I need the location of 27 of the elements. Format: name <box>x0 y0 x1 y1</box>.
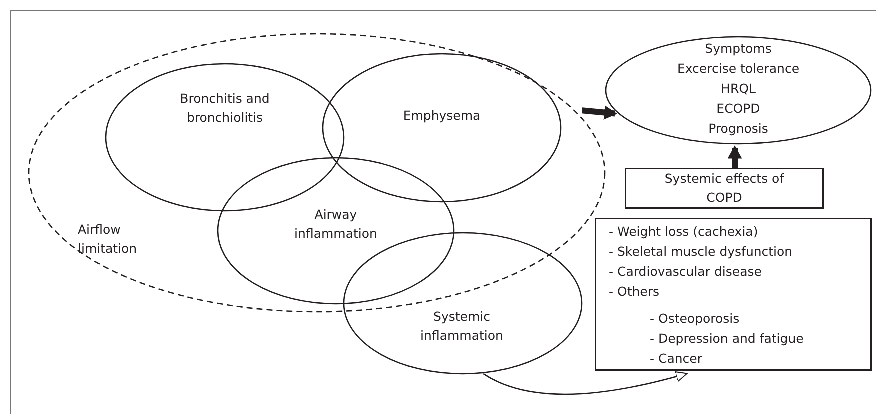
list-item: - Others <box>609 283 660 301</box>
list-box <box>595 218 872 371</box>
node-label: Emphysema <box>402 107 482 125</box>
node-label: Airflow limitation <box>78 221 138 258</box>
list-item: - Cardiovascular disease <box>609 263 762 281</box>
list-item: ECOPD <box>716 100 762 118</box>
node-label: Airway inflammation <box>294 206 378 243</box>
list-item: Symptoms <box>704 40 773 58</box>
list-item: - Cancer <box>650 350 702 368</box>
block-arrow <box>728 146 742 168</box>
airflow-limitation-ellipse <box>28 33 606 313</box>
list-item: - Depression and fatigue <box>650 330 804 348</box>
outcomes-ellipse <box>605 36 872 145</box>
ellipse <box>217 157 455 305</box>
node-label: Systemic effects of COPD <box>664 170 786 207</box>
node-label: Bronchitis and bronchiolitis <box>180 90 270 127</box>
ellipse <box>322 53 562 203</box>
list-item: - Osteoporosis <box>650 310 740 328</box>
list-item: - Weight loss (cachexia) <box>609 223 758 241</box>
list-item: HRQL <box>720 80 757 98</box>
list-item: - Skeletal muscle dysfunction <box>609 243 793 261</box>
curved-arrow <box>483 371 688 396</box>
node-label: Systemic inflammation <box>420 308 504 345</box>
list-item: Excercise tolerance <box>676 60 801 78</box>
process-box <box>625 168 824 209</box>
list-item: Prognosis <box>708 120 770 138</box>
block-arrow <box>582 106 618 120</box>
